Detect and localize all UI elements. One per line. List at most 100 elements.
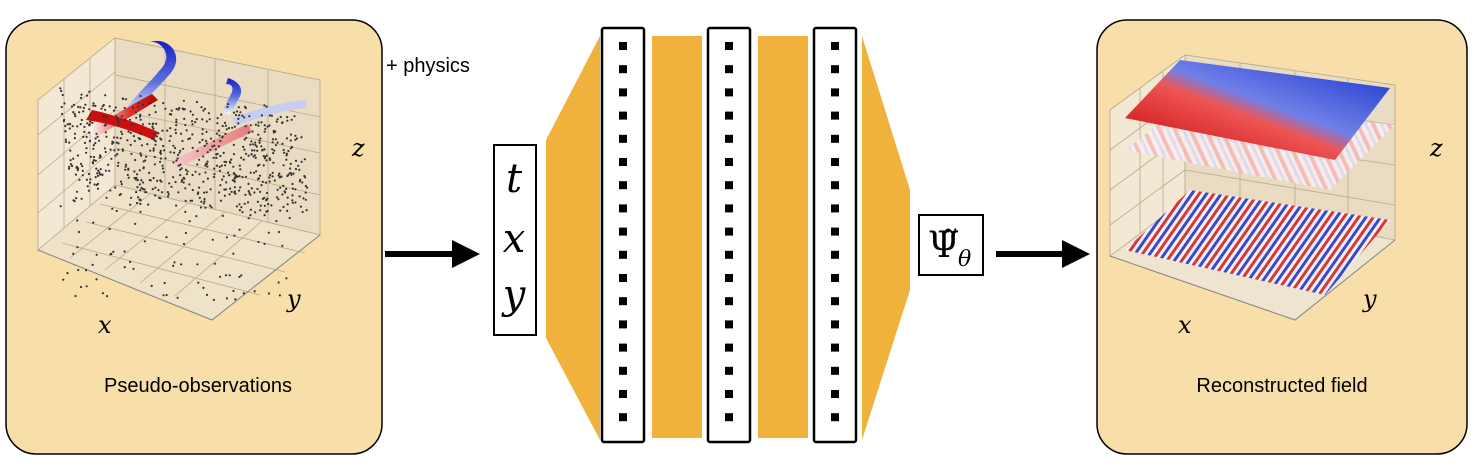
observation-point: [264, 181, 268, 184]
observation-point: [242, 292, 245, 295]
observation-point: [277, 230, 280, 234]
neuron: [725, 343, 733, 352]
observation-point: [263, 124, 266, 127]
observation-point: [66, 272, 69, 275]
observation-point: [136, 179, 139, 182]
observation-point: [96, 182, 100, 185]
observation-point: [80, 93, 83, 96]
observation-point: [104, 115, 108, 119]
observation-point: [163, 281, 166, 285]
observation-point: [205, 142, 208, 145]
observation-point: [253, 149, 256, 152]
observation-point: [76, 125, 79, 128]
observation-point: [232, 252, 235, 255]
neuron: [831, 227, 839, 236]
observation-point: [227, 171, 230, 174]
observation-point: [199, 206, 203, 209]
observation-point: [265, 210, 268, 213]
right-axis-y-label: y: [1362, 285, 1377, 313]
observation-point: [133, 139, 136, 143]
observation-point: [114, 106, 117, 109]
observation-point: [139, 94, 142, 98]
observation-point: [264, 127, 267, 130]
neuron: [619, 250, 627, 259]
neuron: [725, 134, 733, 143]
observation-point: [249, 193, 252, 196]
neuron: [831, 42, 839, 50]
observation-point: [286, 116, 289, 119]
neuron: [619, 320, 627, 329]
observation-point: [140, 186, 143, 189]
observation-point: [180, 180, 183, 183]
observation-point: [182, 242, 186, 246]
neuron: [725, 181, 733, 190]
observation-point: [184, 187, 187, 190]
observation-point: [251, 149, 254, 152]
observation-point: [165, 236, 168, 239]
observation-point: [271, 148, 274, 151]
observation-point: [104, 169, 107, 172]
observation-point: [82, 135, 85, 138]
input-y: y: [501, 272, 527, 318]
observation-point: [253, 290, 256, 293]
neuron: [725, 320, 733, 329]
observation-point: [61, 112, 64, 116]
observation-point: [289, 133, 293, 136]
observation-point: [123, 266, 126, 269]
observation-point: [250, 140, 253, 143]
observation-point: [196, 263, 199, 266]
observation-point: [195, 215, 198, 218]
observation-point: [265, 159, 268, 162]
neuron: [619, 181, 627, 190]
right-axis-z-label: z: [1429, 134, 1443, 162]
observation-point: [180, 263, 183, 266]
observation-point: [185, 129, 188, 132]
observation-point: [169, 151, 172, 154]
observation-point: [230, 190, 233, 193]
observation-point: [225, 128, 228, 131]
observation-point: [232, 143, 235, 146]
observation-point: [89, 178, 92, 181]
output-psi: Ψ̃: [928, 225, 960, 266]
observation-point: [139, 115, 142, 118]
observation-point: [262, 164, 265, 167]
neuron: [831, 181, 839, 190]
neuron: [725, 88, 733, 97]
observation-point: [205, 139, 208, 143]
observation-point: [124, 98, 128, 101]
observation-point: [261, 180, 264, 183]
observation-point: [123, 250, 126, 253]
observation-point: [129, 260, 132, 264]
observation-point: [96, 172, 99, 175]
observation-point: [60, 89, 63, 93]
left-3d-axes-box: [37, 37, 321, 321]
observation-point: [119, 137, 122, 140]
observation-point: [91, 263, 94, 266]
observation-point: [263, 148, 266, 151]
input-x: x: [503, 216, 526, 262]
observation-point: [257, 240, 260, 244]
observation-point: [109, 189, 112, 192]
observation-point: [248, 192, 251, 195]
observation-point: [215, 132, 219, 135]
observation-point: [161, 167, 164, 170]
observation-point: [117, 124, 120, 127]
observation-point: [174, 128, 177, 131]
observation-point: [287, 173, 290, 177]
observation-point: [191, 146, 194, 149]
observation-point: [259, 204, 262, 207]
observation-point: [98, 156, 101, 159]
observation-point: [121, 97, 124, 100]
observation-point: [281, 121, 284, 124]
observation-point: [76, 246, 79, 249]
observation-point: [124, 118, 127, 121]
observation-point: [136, 186, 139, 189]
observation-point: [92, 155, 96, 159]
observation-point: [114, 154, 117, 157]
observation-point: [94, 159, 97, 162]
observation-point: [238, 164, 241, 167]
observation-point: [114, 186, 117, 189]
observation-point: [268, 114, 271, 117]
observation-point: [151, 188, 154, 191]
neuron: [831, 65, 839, 74]
